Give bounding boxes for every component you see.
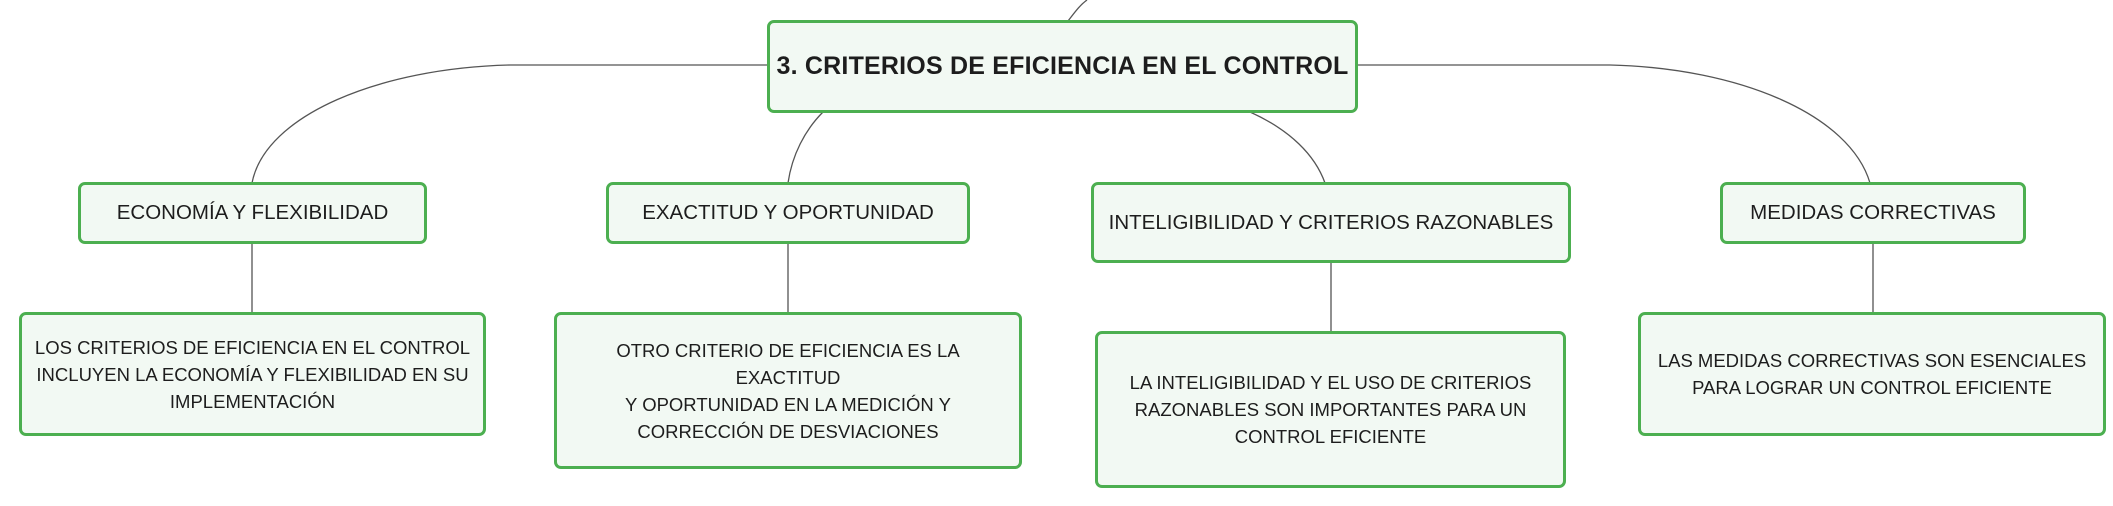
connector-root-branch-1 [251,64,767,184]
detail-exactitud-oportunidad[interactable]: OTRO CRITERIO DE EFICIENCIA ES LA EXACTI… [554,312,1022,469]
branch-medidas-correctivas[interactable]: MEDIDAS CORRECTIVAS [1720,182,2026,244]
connector-root-parent [1067,0,1088,22]
detail-line: PARA LOGRAR UN CONTROL EFICIENTE [1692,377,2052,398]
detail-economia-flexibilidad[interactable]: LOS CRITERIOS DE EFICIENCIA EN EL CONTRO… [19,312,486,436]
detail-text: LAS MEDIDAS CORRECTIVAS SON ESENCIALES P… [1658,347,2086,401]
branch-label: MEDIDAS CORRECTIVAS [1750,201,1996,224]
detail-line: IMPLEMENTACIÓN [169,390,336,412]
central-topic-label: 3. CRITERIOS DE EFICIENCIA EN EL CONTROL [776,52,1349,80]
detail-line: CORRECCIÓN DE DESVIACIONES [637,420,939,442]
branch-label: EXACTITUD Y OPORTUNIDAD [642,201,934,224]
branch-label: ECONOMÍA Y FLEXIBILIDAD [116,201,389,224]
detail-line: OTRO CRITERIO DE EFICIENCIA ES LA EXACTI… [616,339,960,388]
connector-root-branch-3 [1249,111,1326,184]
branch-label: INTELIGIBILIDAD Y CRITERIOS RAZONABLES [1108,210,1554,234]
detail-line: INCLUYEN LA ECONOMÍA Y FLEXIBILIDAD EN S… [36,363,469,385]
detail-text: LA INTELIGIBILIDAD Y EL USO DE CRITERIOS… [1130,369,1532,450]
detail-inteligibilidad-criterios[interactable]: LA INTELIGIBILIDAD Y EL USO DE CRITERIOS… [1095,331,1566,488]
connector-root-branch-4 [1357,64,1871,184]
branch-economia-flexibilidad[interactable]: ECONOMÍA Y FLEXIBILIDAD [78,182,427,244]
detail-line: CONTROL EFICIENTE [1234,426,1427,447]
branch-exactitud-oportunidad[interactable]: EXACTITUD Y OPORTUNIDAD [606,182,970,244]
detail-line: RAZONABLES SON IMPORTANTES PARA UN [1134,399,1527,420]
detail-line: LA INTELIGIBILIDAD Y EL USO DE CRITERIOS [1129,372,1532,393]
branch-inteligibilidad-criterios[interactable]: INTELIGIBILIDAD Y CRITERIOS RAZONABLES [1091,182,1571,263]
detail-text: OTRO CRITERIO DE EFICIENCIA ES LA EXACTI… [565,337,1011,445]
connector-root-branch-2 [787,111,824,184]
detail-line: Y OPORTUNIDAD EN LA MEDICIÓN Y [625,393,951,415]
detail-text: LOS CRITERIOS DE EFICIENCIA EN EL CONTRO… [35,334,470,415]
detail-line: LOS CRITERIOS DE EFICIENCIA EN EL CONTRO… [34,336,471,358]
detail-line: LAS MEDIDAS CORRECTIVAS SON ESENCIALES [1657,350,2087,371]
detail-medidas-correctivas[interactable]: LAS MEDIDAS CORRECTIVAS SON ESENCIALES P… [1638,312,2106,436]
central-topic[interactable]: 3. CRITERIOS DE EFICIENCIA EN EL CONTROL [767,20,1358,113]
